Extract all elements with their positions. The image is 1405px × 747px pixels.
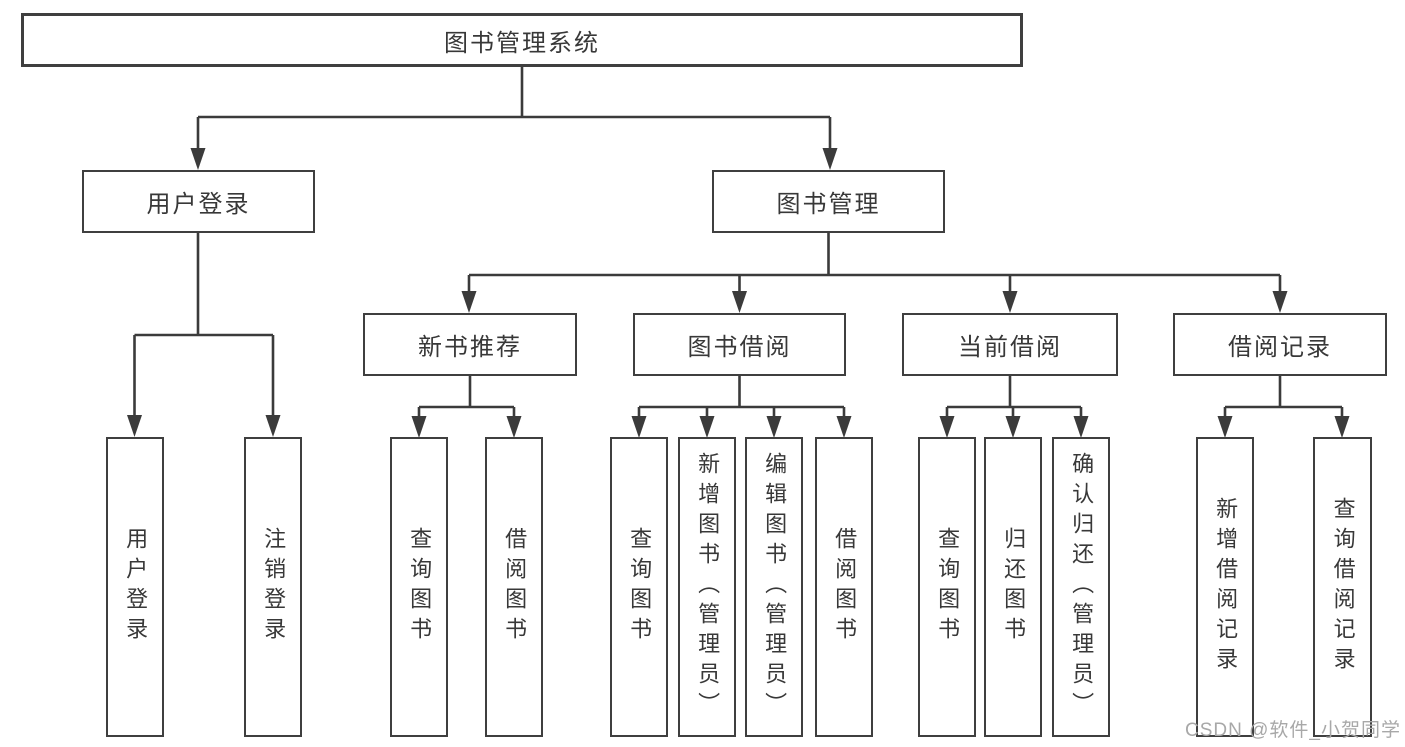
node-label: 查询图书 [627,527,653,647]
node-label: 借阅记录 [1228,334,1332,361]
leaf-current-return-book: 归还图书 [984,437,1042,737]
leaf-user-login: 用户登录 [106,437,164,737]
node-label: 用户登录 [123,527,149,647]
node-system-root: 图书管理系统 [21,13,1023,67]
node-label: 借阅图书 [832,527,858,647]
node-label: 当前借阅 [958,334,1062,361]
node-label: 新增借阅记录 [1213,497,1239,677]
node-label: 查询借阅记录 [1330,497,1356,677]
leaf-borrow-query-book: 查询图书 [610,437,668,737]
node-label: 借阅图书 [502,527,528,647]
node-book-management: 图书管理 [712,170,945,233]
csdn-watermark: CSDN @软件_小贺同学 [1185,720,1401,741]
node-label: 图书借阅 [687,334,792,361]
leaf-borrow-add-book-admin: 新增图书（管理员） [678,437,736,737]
leaf-current-confirm-return-admin: 确认归还（管理员） [1052,437,1110,737]
leaf-current-query-book: 查询图书 [918,437,976,737]
node-label: 查询图书 [407,527,433,647]
arrowheads [127,148,1350,438]
node-user-login: 用户登录 [82,170,315,233]
leaf-borrow-borrow-book: 借阅图书 [815,437,873,737]
node-current-borrow: 当前借阅 [902,313,1118,376]
node-label: 编辑图书（管理员） [762,452,788,722]
node-label: 查询图书 [935,527,961,647]
leaf-recommend-query-book: 查询图书 [390,437,448,737]
node-label: 新书推荐 [418,334,522,361]
node-book-borrow: 图书借阅 [633,313,846,376]
node-label: 新增图书（管理员） [695,452,721,722]
leaf-logout: 注销登录 [244,437,302,737]
node-label: 确认归还（管理员） [1069,452,1095,722]
node-borrow-record: 借阅记录 [1173,313,1387,376]
node-label: 用户登录 [146,191,251,218]
node-label: 归还图书 [1001,527,1027,647]
leaf-recommend-borrow-book: 借阅图书 [485,437,543,737]
leaf-record-add-record: 新增借阅记录 [1196,437,1254,737]
leaf-borrow-edit-book-admin: 编辑图书（管理员） [745,437,803,737]
node-label: 图书管理系统 [444,29,600,57]
node-new-book-recommend: 新书推荐 [363,313,577,376]
node-label: 图书管理 [776,191,881,218]
node-label: 注销登录 [261,527,287,647]
leaf-record-query-record: 查询借阅记录 [1313,437,1372,737]
